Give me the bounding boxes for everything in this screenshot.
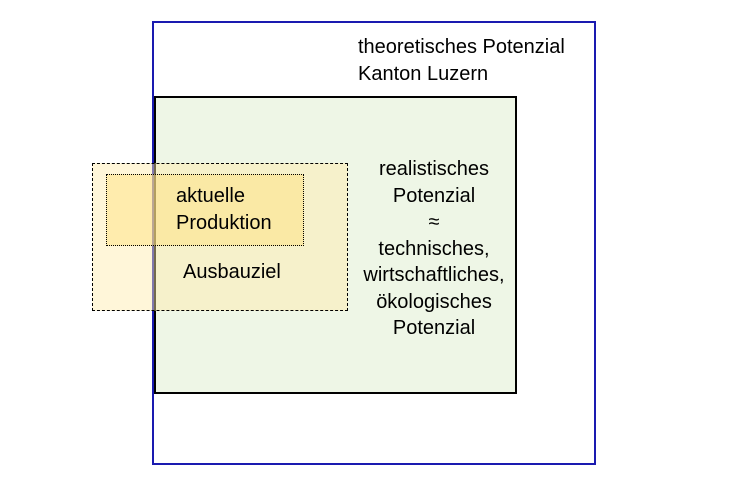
theoretical-potential-label: theoretisches Potenzial Kanton Luzern [358,36,565,85]
theoretical-potential-box [152,21,596,465]
expansion-target-label: Ausbauziel [183,261,281,283]
expansion-target-box [92,163,348,311]
current-production-box [106,174,304,246]
realistic-potential-label: realistisches Potenzial ≈ technisches, w… [363,158,505,339]
current-production-label: aktuelle Produktion [176,185,272,234]
